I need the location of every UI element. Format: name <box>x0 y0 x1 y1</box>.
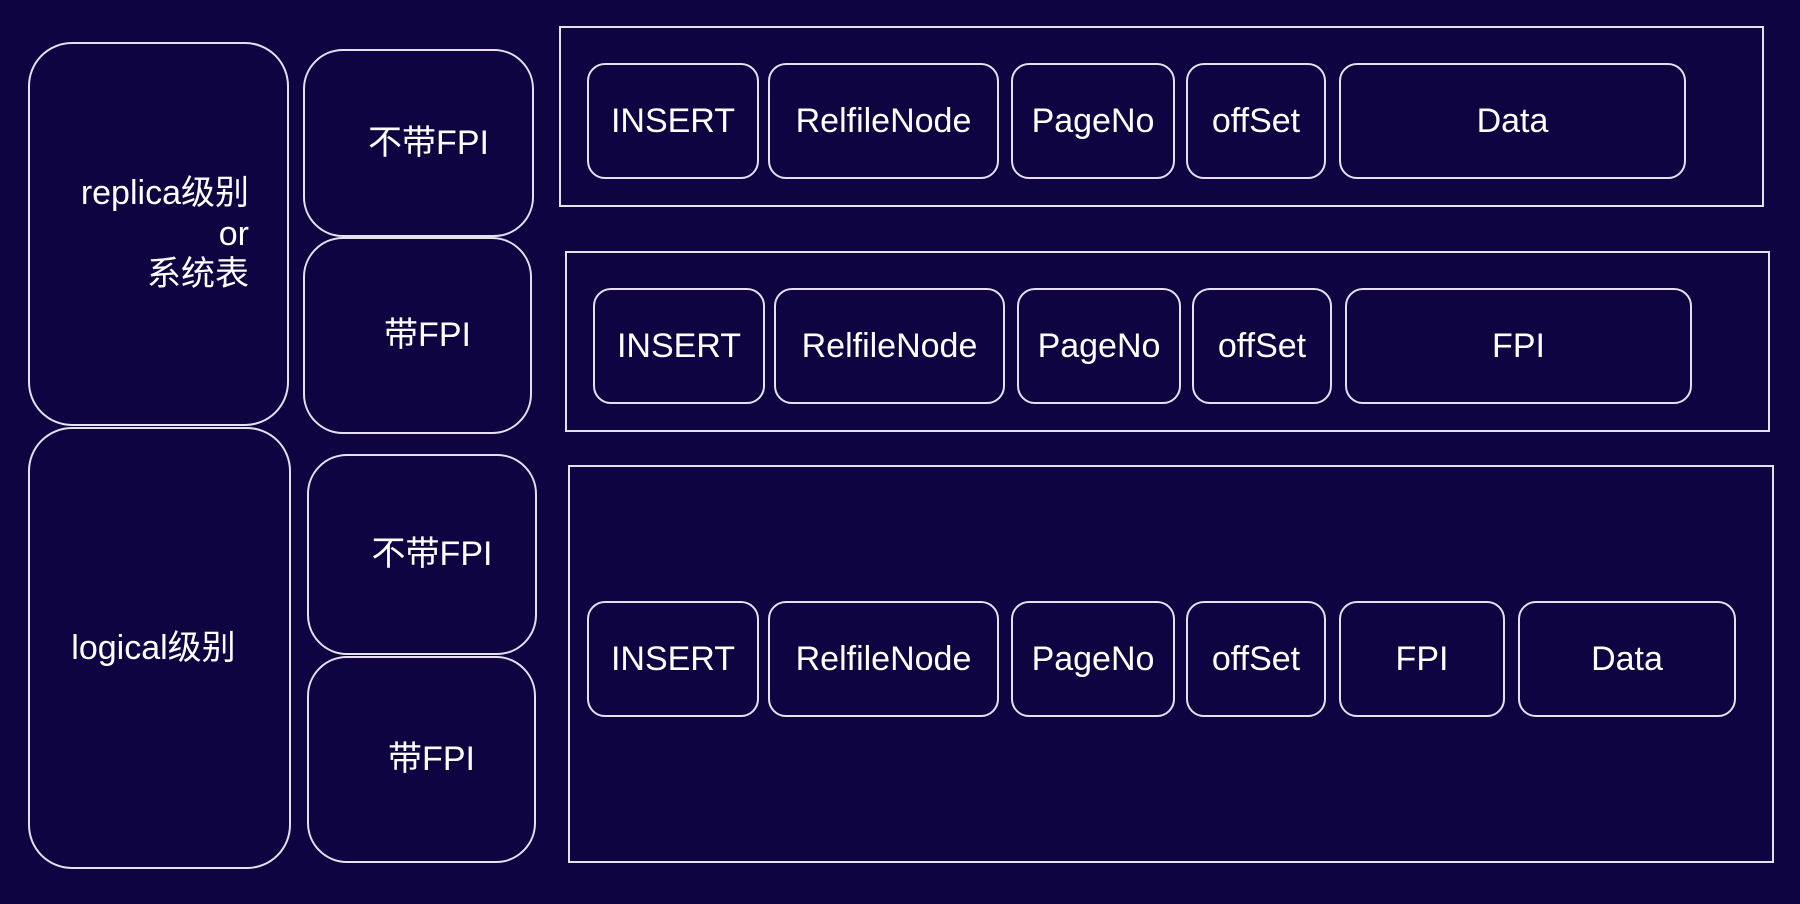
record-field-insert: INSERT <box>587 601 759 717</box>
record-field-data: Data <box>1339 63 1686 179</box>
replica-without-fpi-label: 不带FPI <box>368 123 489 162</box>
record-field-insert: INSERT <box>587 63 759 179</box>
logical-level-box: logical级别 <box>28 427 291 869</box>
logical-without-fpi-label: 不带FPI <box>371 535 493 574</box>
record-field-insert: INSERT <box>593 288 765 404</box>
logical-with-fpi-label: 带FPI <box>388 740 475 779</box>
replica-level-label: replica级别 or 系统表 <box>80 173 249 294</box>
logical-with-fpi-box: 带FPI <box>307 656 536 863</box>
logical-level-label: logical级别 <box>71 628 236 667</box>
replica-with-fpi-record-container <box>565 251 1770 432</box>
record-field-pageno: PageNo <box>1017 288 1181 404</box>
record-field-pageno: PageNo <box>1011 63 1175 179</box>
logical-record-container <box>568 465 1774 863</box>
replica-no-fpi-record-container <box>559 26 1764 207</box>
record-field-fpi: FPI <box>1339 601 1505 717</box>
replica-level-box: replica级别 or 系统表 <box>28 42 289 426</box>
record-field-relfilenode: RelfileNode <box>774 288 1005 404</box>
logical-without-fpi-box: 不带FPI <box>307 454 537 655</box>
record-field-relfilenode: RelfileNode <box>768 601 999 717</box>
replica-without-fpi-box: 不带FPI <box>303 49 534 237</box>
record-field-relfilenode: RelfileNode <box>768 63 999 179</box>
record-field-pageno: PageNo <box>1011 601 1175 717</box>
record-field-fpi: FPI <box>1345 288 1692 404</box>
record-field-offset: offSet <box>1186 63 1326 179</box>
record-field-offset: offSet <box>1192 288 1332 404</box>
record-field-offset: offSet <box>1186 601 1326 717</box>
replica-with-fpi-label: 带FPI <box>384 316 471 355</box>
record-field-data: Data <box>1518 601 1736 717</box>
replica-with-fpi-box: 带FPI <box>303 237 532 434</box>
